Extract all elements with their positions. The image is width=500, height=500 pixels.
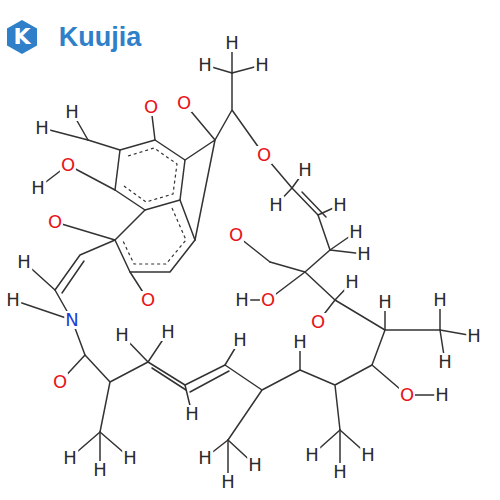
atom-label: H	[377, 293, 393, 311]
atom-label: H	[184, 405, 200, 423]
atom-label: H	[437, 353, 453, 371]
atom-label: O	[256, 146, 272, 164]
atom-label: O	[228, 226, 244, 244]
atom-label: O	[310, 313, 326, 331]
atom-label: H	[5, 291, 21, 309]
atom-label: H	[197, 449, 213, 467]
logo-letter: K	[12, 26, 31, 48]
atom-label: H	[224, 34, 240, 52]
double-bonds	[62, 192, 326, 392]
ring-bonds	[115, 200, 195, 272]
atom-label: O	[260, 291, 276, 309]
atom-label: H	[432, 291, 448, 309]
atom-label: H	[466, 327, 482, 345]
logo-badge	[7, 20, 37, 54]
atom-label: H	[348, 223, 364, 241]
atom-label: H	[92, 461, 108, 479]
atom-label: O	[60, 156, 76, 174]
watermark-text: Kuujia	[58, 24, 143, 51]
atom-label: H	[160, 323, 176, 341]
aromatic-ring	[124, 148, 177, 202]
atom-label: O	[176, 94, 192, 112]
bond-line	[13, 300, 72, 320]
atom-label: O	[143, 98, 159, 116]
bond-lines	[55, 73, 440, 440]
atom-label: H	[114, 326, 130, 344]
atom-label: H	[254, 56, 270, 74]
atom-label: H	[297, 161, 313, 179]
atom-label: H	[332, 463, 348, 481]
atom-label: O	[47, 213, 63, 231]
atom-label: O	[52, 373, 68, 391]
atom-label: H	[332, 196, 348, 214]
atom-label: H	[247, 456, 263, 474]
atom-label: H	[34, 119, 50, 137]
atom-label: O	[399, 386, 415, 404]
atom-label: H	[220, 473, 236, 491]
atom-label: O	[140, 291, 156, 309]
atom-label: H	[30, 179, 46, 197]
atom-label: H	[234, 291, 250, 309]
atom-label: H	[360, 446, 376, 464]
ring-bonds	[115, 140, 185, 210]
atom-label: H	[62, 449, 78, 467]
aromatic-ring	[123, 208, 186, 264]
atom-label: H	[268, 196, 284, 214]
atom-label: H	[344, 273, 360, 291]
atom-label: H	[304, 446, 320, 464]
atom-label: N	[64, 311, 79, 329]
atom-label: H	[434, 386, 450, 404]
atom-label: H	[232, 331, 248, 349]
atom-label: H	[292, 333, 308, 351]
atom-label: H	[64, 103, 80, 121]
atom-label: H	[197, 56, 213, 74]
atom-label: H	[356, 245, 372, 263]
aromatic-bonds	[123, 148, 186, 264]
atom-label: H	[122, 449, 138, 467]
chain-bonds	[55, 73, 440, 440]
bond-line	[55, 222, 115, 240]
atom-label: H	[16, 253, 32, 271]
